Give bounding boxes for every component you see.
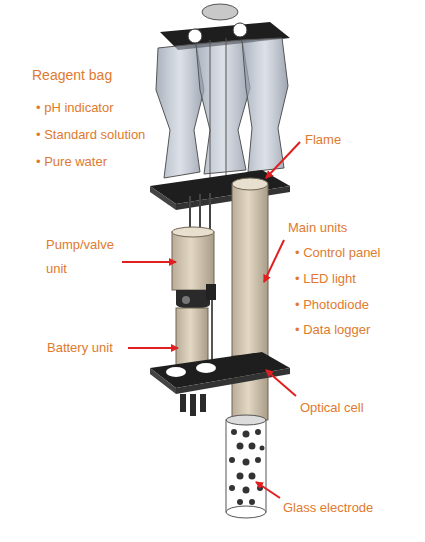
group-heading: Reagent bag [32,68,112,83]
part-label: Optical cell [300,400,364,415]
list-item: • pH indicator [36,100,114,115]
list-item: • Standard solution [36,127,145,142]
part-label: Glass electrode [283,500,373,515]
list-item: • LED light [295,271,356,286]
list-item: • Photodiode [295,297,369,312]
part-label: Battery unit [47,340,113,355]
list-item: • Control panel [295,245,381,260]
part-label: Flame [305,132,341,147]
part-label: Pump/valve unit [46,233,124,281]
list-item: • Pure water [36,154,107,169]
list-item: • Data logger [295,322,370,337]
group-heading: Main units [288,220,347,235]
